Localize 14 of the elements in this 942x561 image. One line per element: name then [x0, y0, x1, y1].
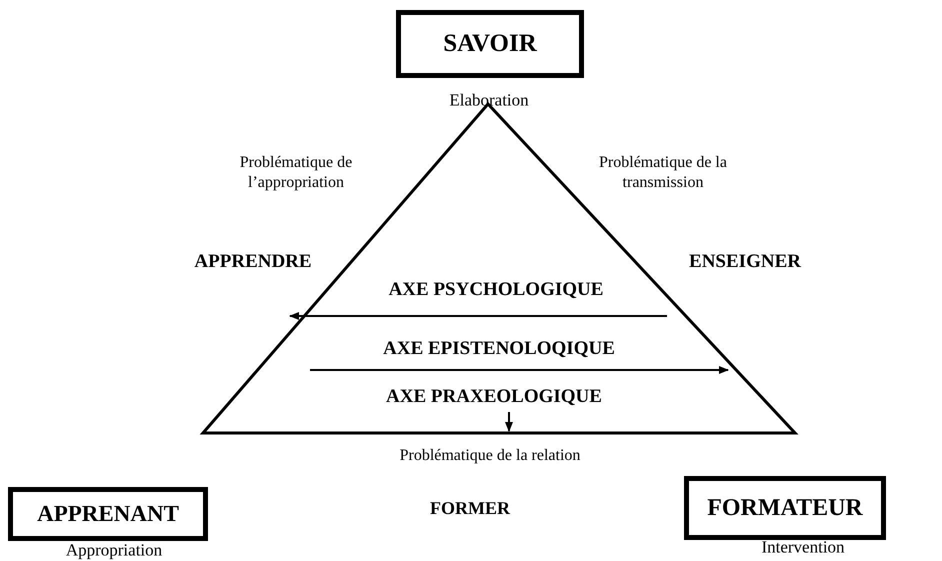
caption-text: Appropriation [66, 539, 162, 561]
action-label: APPRENDRE [194, 250, 312, 274]
axis-label: AXE PRAXEOLOGIQUE [386, 385, 602, 409]
side-note: Problématique de la transmission [598, 153, 728, 193]
role-box: SAVOIR [396, 10, 584, 78]
side-note: Problématique de l’appropriation [238, 153, 354, 193]
axis-label: AXE EPISTENOLOQIQUE [383, 337, 615, 361]
axis-label: AXE PSYCHOLOGIQUE [388, 278, 604, 302]
side-note: Problématique de la relation [400, 446, 580, 466]
role-box: FORMATEUR [684, 476, 886, 540]
caption-text: Elaboration [449, 89, 529, 111]
action-label: FORMER [430, 496, 510, 520]
action-label: ENSEIGNER [689, 250, 801, 274]
role-box: APPRENANT [8, 487, 208, 541]
